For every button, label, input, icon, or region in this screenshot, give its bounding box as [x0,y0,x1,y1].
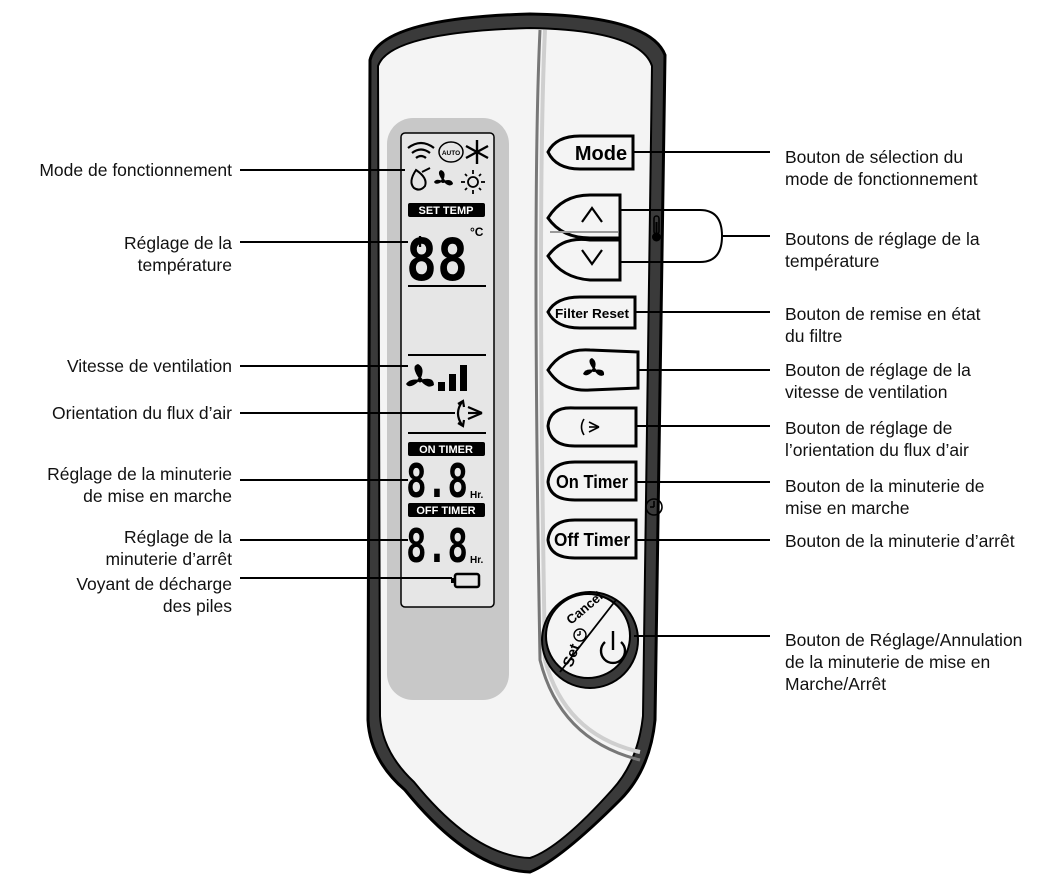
label-set-cancel-button: Bouton de Réglage/Annulation de la minut… [785,629,1022,695]
label-line: Réglage de la minuterie [47,464,232,484]
off-timer-tag [408,503,485,517]
label-line: température [137,255,232,275]
on-timer-hr: Hr. [470,490,484,501]
label-line: Bouton de sélection du [785,147,964,167]
label-line: Vitesse de ventilation [66,356,232,376]
thermometer-icon [652,215,661,242]
label-line: Bouton de réglage de la [785,360,971,380]
label-line: mise en marche [785,498,910,518]
label-battery: Voyant de décharge des piles [76,573,232,617]
wifi-icon [407,141,435,159]
snowflake-icon [465,140,489,164]
label-airflow: Orientation du flux d’air [52,402,232,424]
fan-icon [583,358,605,376]
temp-down-button[interactable] [546,237,622,282]
mode-button[interactable]: Mode [546,134,635,171]
label-line: Réglage de la [124,233,232,253]
label-mode-button: Bouton de sélection du mode de fonctionn… [785,146,978,190]
clock-icon [645,498,663,516]
set-cancel-button[interactable]: Set Cancel [541,588,639,689]
auto-text: AUTO [442,150,460,157]
off-timer-button[interactable]: Off Timer [546,518,638,560]
label-line: des piles [162,596,232,616]
up-arrow-icon [581,206,603,223]
battery-icon [451,572,481,589]
label-line: mode de fonctionnement [785,169,978,189]
label-fan-speed: Vitesse de ventilation [67,355,232,377]
label-off-timer: Réglage de la minuterie d’arrêt [106,526,232,570]
left-leader-lines [240,169,455,579]
set-cancel-divider [559,599,617,673]
off-timer-hr: Hr. [470,555,484,566]
plus-sign: + [414,229,426,253]
label-line: Bouton de la minuterie de [785,476,985,496]
temp-unit: °C [470,225,484,239]
label-on-timer: Réglage de la minuterie de mise en march… [47,463,232,507]
set-temp-tag [408,203,485,217]
set-temp-text: SET TEMP [418,205,473,217]
label-line: Orientation du flux d’air [52,403,232,423]
down-arrow-icon [581,249,603,266]
mode-button-label: Mode [575,143,627,165]
label-line: Marche/Arrêt [785,674,887,694]
label-line: Réglage de la [124,527,232,547]
timer-clock-icon [573,628,587,642]
label-temperature: Réglage de la température [124,232,232,276]
label-line: Voyant de décharge [76,574,232,594]
fan-button[interactable] [546,348,640,392]
label-line: vitesse de ventilation [785,382,948,402]
label-line: Bouton de la minuterie d’arrêt [785,531,1015,551]
fan-speed-icon [406,364,467,391]
label-fan-button: Bouton de réglage de la vitesse de venti… [785,359,971,403]
label-filter-button: Bouton de remise en état du filtre [785,303,981,347]
off-timer-button-label: Off Timer [554,530,630,550]
label-line: Bouton de réglage de [785,418,953,438]
label-line: de mise en marche [83,486,232,506]
label-temp-buttons: Boutons de réglage de la température [785,228,980,272]
label-off-timer-button: Bouton de la minuterie d’arrêt [785,530,1015,552]
label-line: de la minuterie de mise en [785,652,991,672]
auto-icon: AUTO [438,141,464,163]
label-line: Bouton de Réglage/Annulation [785,630,1023,650]
on-timer-tag [408,442,485,456]
label-mode: Mode de fonctionnement [39,159,232,181]
label-on-timer-button: Bouton de la minuterie de mise en marche [785,475,984,519]
label-line: température [785,251,880,271]
temp-up-button[interactable] [546,193,622,240]
swing-icon [456,399,483,428]
label-line: minuterie d’arrêt [105,549,232,569]
right-leader-lines [633,151,770,637]
dry-icon [410,167,431,191]
label-line: l’orientation du flux d’air [785,440,969,460]
on-timer-digits: 8.8 [406,454,468,508]
label-line: du filtre [785,326,843,346]
lcd-screen [400,132,495,608]
sun-icon [461,170,485,194]
on-timer-button-label: On Timer [556,472,628,492]
on-timer-button[interactable]: On Timer [546,460,638,502]
set-label: Set [560,642,584,670]
filter-reset-button[interactable]: Filter Reset [546,295,637,330]
label-line: Boutons de réglage de la [785,229,980,249]
label-swing-button: Bouton de réglage de l’orientation du fl… [785,417,969,461]
filter-reset-label: Filter Reset [555,307,630,321]
swing-button-icon [580,418,600,436]
fan-mode-icon [434,170,453,186]
off-timer-digits: 8.8 [406,519,468,573]
label-line: Mode de fonctionnement [39,160,232,180]
on-timer-text: ON TIMER [419,444,473,456]
swing-button[interactable] [546,406,638,448]
power-icon [599,631,627,665]
label-line: Bouton de remise en état [785,304,981,324]
temp-digits: 88 [406,226,468,294]
off-timer-text: OFF TIMER [416,505,475,517]
